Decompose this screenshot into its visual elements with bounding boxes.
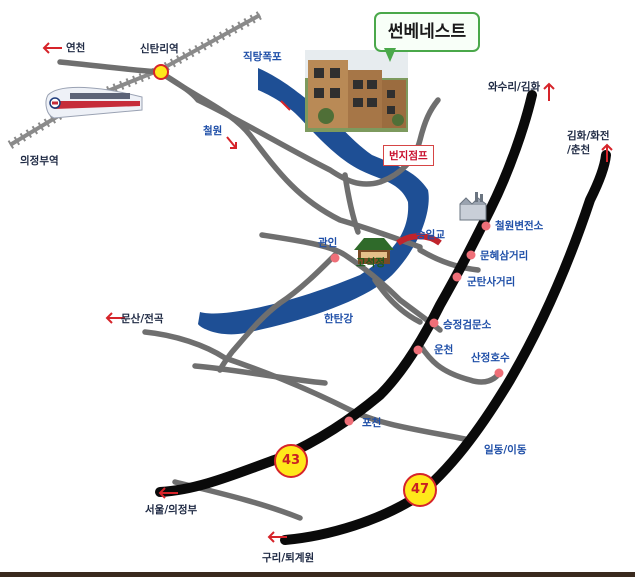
resort-name: 썬베네스트 [387, 22, 467, 42]
direction-arrow-icon [601, 143, 613, 162]
label-guri-toegyewon: 구리/퇴계원 [262, 552, 315, 564]
label-ildong-idong: 일동/이동 [484, 444, 527, 456]
label-uncheon: 운천 [434, 344, 454, 356]
bridge-icon [396, 233, 442, 246]
train-icon [45, 86, 143, 119]
label-wasuri-gimhwa: 와수리/김화 [488, 81, 541, 93]
label-yeoncheon: 연천 [66, 42, 86, 54]
label-seungjeong-checkpoint: 승정검문소 [443, 319, 492, 331]
label-jiktang-falls: 직탕폭포 [243, 51, 282, 63]
label-munhyesam-junction: 문혜삼거리 [480, 250, 529, 262]
label-chuncheon: /춘천 [567, 144, 591, 156]
label-cheorwon-substation: 철원변전소 [495, 220, 544, 232]
direction-arrow-icon [42, 42, 62, 54]
route-43-badge: 43 [274, 444, 308, 478]
poi-markers [330, 221, 504, 426]
label-munsan-jeongok: 문산/전곡 [121, 313, 164, 325]
label-cheorwon: 철원 [203, 125, 223, 137]
sintan-station-marker [153, 64, 169, 80]
pavilion-icon [354, 238, 394, 264]
label-seoul-uijeongbu: 서울/의정부 [145, 504, 198, 516]
direction-arrow-icon [158, 487, 178, 499]
direction-arrow-icon [226, 136, 237, 149]
label-sanjeong-lake: 산정호수 [471, 352, 510, 364]
direction-arrow-icon [267, 531, 287, 543]
bungee-jump-tag: 번지점프 [383, 145, 434, 166]
label-uijeongbu-station: 의정부역 [20, 155, 59, 167]
factory-icon [459, 192, 487, 221]
resort-callout: 썬베네스트 [374, 12, 480, 52]
callout-tail [384, 48, 396, 62]
direction-arrows [42, 42, 613, 543]
highway-43 [155, 90, 537, 497]
bottom-border [0, 572, 635, 577]
label-pocheon: 포천 [362, 417, 382, 429]
route-47-badge: 47 [403, 473, 437, 507]
direction-arrow-icon [543, 82, 555, 101]
label-guntan-junction: 군탄사거리 [467, 276, 516, 288]
direction-arrow-icon [105, 312, 125, 324]
label-sintan-station: 신탄리역 [140, 43, 179, 55]
river-hantangang [198, 68, 429, 335]
label-gwanin: 관인 [318, 237, 338, 249]
label-gimhwa-hwacheon: 김화/화전 [567, 130, 610, 142]
building-photo [305, 50, 408, 132]
label-goseokjeong: 고석정 [356, 257, 385, 269]
label-hantangang: 한탄강 [324, 313, 353, 325]
railway-ties [7, 11, 263, 149]
label-seungilgyo: 승일교 [416, 229, 445, 241]
direction-arrow-icon [280, 100, 291, 111]
highway-47 [280, 150, 611, 545]
